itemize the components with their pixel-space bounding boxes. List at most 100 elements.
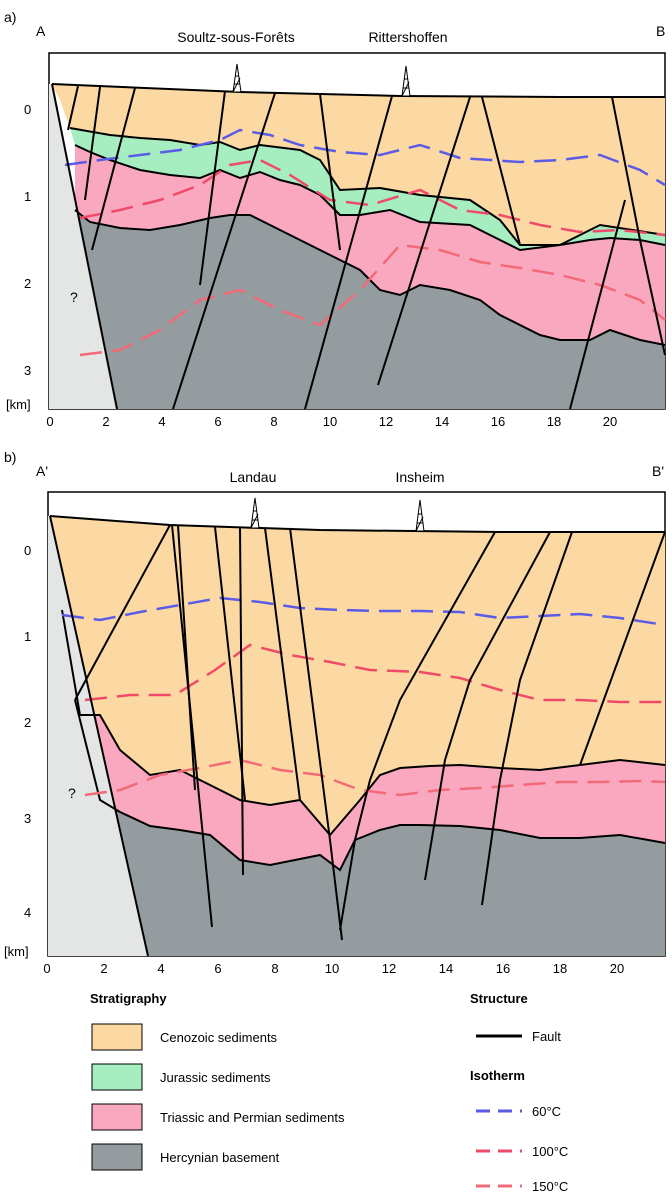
panel-b-topography (49, 515, 665, 533)
fault (51, 83, 118, 410)
legend-swatch-jurassic (91, 1063, 143, 1091)
panel-b-depth-tick: 2 (24, 715, 31, 730)
panel-b-cenozoic (50, 516, 665, 835)
panel-b-depth-unit: [km] (4, 944, 29, 959)
panel-a-x-axis: 0 2 4 6 8 10 12 14 16 18 20 (46, 414, 617, 429)
panel-b-x-axis: 0 2 4 6 8 10 12 14 16 18 20 (43, 961, 624, 976)
panel-a-isotherm-150 (79, 243, 666, 357)
panel-b-end-right: B' (652, 463, 664, 479)
panel-a-cenozoic (52, 84, 665, 245)
fault (264, 527, 301, 801)
panel-b-x-tick: 6 (214, 961, 221, 976)
fault (304, 95, 393, 410)
panel-a-x-tick: 16 (491, 414, 505, 429)
fault (199, 90, 226, 286)
fault (424, 531, 551, 881)
legend-swatch-cenozoic (91, 1023, 143, 1051)
panel-b-depth-tick: 0 (24, 543, 31, 558)
panel-a-x-tick: 14 (435, 414, 449, 429)
panel-a-depth-tick: 2 (24, 276, 31, 291)
legend-stratigraphy-title: Stratigraphy (90, 991, 167, 1006)
legend-label-triassic: Triassic and Permian sediments (160, 1110, 345, 1125)
panel-b-basement (75, 700, 665, 956)
panel-a-x-tick: 8 (270, 414, 277, 429)
legend: Stratigraphy Structure Cenozoic sediment… (90, 991, 568, 1194)
panel-b-end-left: A' (36, 463, 48, 479)
legend-isotherm-title: Isotherm (470, 1068, 525, 1083)
fault (579, 531, 666, 766)
legend-structure-title: Structure (470, 991, 528, 1006)
legend-label-isotherm-150: 150°C (532, 1179, 568, 1194)
panel-b-isotherm-150 (84, 758, 666, 797)
panel-b-unknown-mark: ? (68, 785, 76, 801)
fault (74, 524, 171, 701)
panel-b-x-tick: 10 (325, 961, 339, 976)
fault (177, 524, 196, 791)
panel-b-x-tick: 8 (271, 961, 278, 976)
legend-label-isotherm-100: 100°C (532, 1144, 568, 1159)
panel-a-end-left: A (36, 23, 46, 39)
panel-a-depth-tick: 1 (24, 189, 31, 204)
fault (239, 527, 244, 876)
panel-a-x-tick: 20 (603, 414, 617, 429)
fault (611, 96, 641, 241)
panel-b-label: b) (4, 449, 16, 465)
fault (91, 87, 136, 251)
panel-a: a) A B Soultz-sous-Forêts Rittershoffen … (4, 9, 666, 429)
fault (481, 96, 521, 246)
panel-a-topography (51, 83, 665, 98)
panel-a-unknown-mark: ? (70, 289, 78, 305)
panel-a-faults (51, 83, 666, 410)
panel-a-x-tick: 0 (46, 414, 53, 429)
panel-b-derrick-1 (250, 497, 260, 529)
fault (377, 96, 471, 386)
panel-b-faults (49, 515, 666, 957)
fault (569, 199, 626, 410)
panel-b-x-tick: 4 (157, 961, 164, 976)
fault (67, 85, 79, 131)
panel-b-x-tick: 16 (496, 961, 510, 976)
panel-b-well2-label: Insheim (395, 469, 444, 485)
legend-label-cenozoic: Cenozoic sediments (160, 1030, 278, 1045)
panel-b-triassic (62, 610, 665, 870)
panel-a-basement (75, 210, 665, 409)
panel-b-x-tick: 2 (100, 961, 107, 976)
legend-label-jurassic: Jurassic sediments (160, 1070, 271, 1085)
panel-a-x-tick: 10 (323, 414, 337, 429)
panel-a-horizon-triassic-top (74, 144, 666, 252)
panel-a-derrick-2 (401, 65, 411, 97)
panel-b-x-tick: 14 (439, 961, 453, 976)
fault (319, 93, 341, 251)
legend-label-basement: Hercynian basement (160, 1150, 280, 1165)
panel-b-depth-tick: 4 (24, 905, 31, 920)
legend-swatch-basement (91, 1143, 143, 1171)
panel-a-label: a) (4, 9, 16, 25)
panel-a-isotherm-60 (64, 128, 666, 187)
panel-b-horizon-basement-top (74, 699, 666, 872)
legend-label-isotherm-60: 60°C (532, 1104, 561, 1119)
panel-a-depth-unit: [km] (6, 397, 31, 412)
panel-a-isotherm-100 (79, 158, 666, 237)
panel-a-x-tick: 12 (379, 414, 393, 429)
panel-a-derrick-1 (232, 63, 242, 93)
fault (214, 526, 246, 801)
panel-b-x-tick: 12 (382, 961, 396, 976)
legend-label-fault: Fault (532, 1029, 561, 1044)
panel-a-well1-label: Soultz-sous-Forêts (177, 29, 294, 45)
panel-b-depth-tick: 3 (24, 811, 31, 826)
fault (172, 92, 276, 410)
fault (84, 86, 101, 201)
fault (49, 515, 149, 957)
fault (339, 531, 496, 931)
panel-b: b) A' B' Landau Insheim ? (4, 449, 666, 976)
panel-b-x-tick: 18 (553, 961, 567, 976)
panel-a-x-tick: 2 (102, 414, 109, 429)
panel-a-x-tick: 6 (214, 414, 221, 429)
panel-a-depth-tick: 3 (24, 363, 31, 378)
panel-a-x-tick: 4 (158, 414, 165, 429)
fault (289, 527, 343, 941)
legend-swatch-triassic (91, 1103, 143, 1131)
panel-a-x-tick: 18 (547, 414, 561, 429)
panel-b-x-tick: 20 (610, 961, 624, 976)
